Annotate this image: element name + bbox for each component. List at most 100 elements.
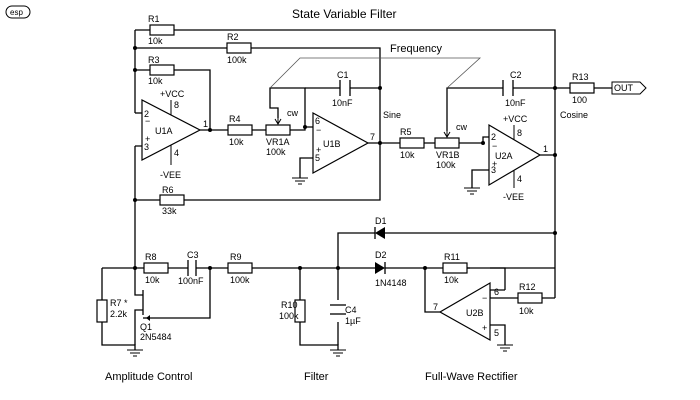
u2a-pin-vee: 4	[517, 174, 522, 184]
u2b-pin-inv: 6	[494, 287, 499, 297]
ground-symbols	[127, 177, 513, 357]
r9-value: 100k	[230, 275, 250, 285]
u1a-sym-plus: +	[145, 134, 150, 144]
d1-ref: D1	[375, 216, 387, 226]
vr1a-ref: VR1A	[266, 137, 290, 147]
r5-ref: R5	[400, 127, 412, 137]
r5-value: 10k	[400, 150, 415, 160]
capacitor-c4	[330, 304, 346, 315]
resistor-r2	[226, 42, 252, 54]
resistor-r5	[399, 137, 425, 149]
u1a-pin-vee: 4	[174, 148, 179, 158]
c4-value: 1µF	[345, 316, 361, 326]
u1a-pin-out: 1	[203, 119, 208, 129]
resistor-r12	[517, 292, 543, 304]
diode-d2	[375, 262, 386, 274]
jfet-q1	[142, 290, 150, 321]
vr1b-cw: cw	[456, 122, 468, 132]
r12-ref: R12	[519, 282, 536, 292]
capacitor-c1	[339, 80, 351, 96]
r10-value: 100k	[279, 311, 299, 321]
u1b-pin-out: 7	[370, 132, 375, 142]
vr1b-value: 100k	[436, 160, 456, 170]
c4-ref: C4	[345, 305, 357, 315]
c1-value: 10nF	[332, 98, 353, 108]
r13-ref: R13	[572, 72, 589, 82]
page-title: State Variable Filter	[292, 7, 397, 21]
opamp-u1b	[312, 111, 370, 175]
r6-value: 33k	[162, 206, 177, 216]
u2a-pin-ninv: 3	[491, 165, 496, 175]
logo-text: esp	[10, 8, 23, 17]
r1-ref: R1	[148, 14, 160, 24]
r2-value: 100k	[227, 55, 247, 65]
u2b-ref: U2B	[466, 308, 484, 318]
u1a-pin-ninv: 3	[144, 142, 149, 152]
u1a-sym-minus: −	[145, 116, 150, 126]
r11-ref: R11	[444, 252, 460, 262]
resistor-r3	[149, 64, 175, 76]
capacitor-c3	[187, 260, 197, 276]
u2a-vee: -VEE	[503, 192, 524, 202]
label-out: OUT	[614, 83, 634, 93]
u2a-pin-vcc: 8	[517, 128, 522, 138]
u2a-pin-inv: 2	[491, 132, 496, 142]
resistor-r4	[227, 124, 253, 136]
junctions	[133, 46, 557, 270]
c2-value: 10nF	[505, 98, 526, 108]
u1a-pin-vcc: 8	[174, 100, 179, 110]
r13-value: 100	[572, 95, 587, 105]
c3-ref: C3	[187, 250, 199, 260]
u2a-sym-minus: −	[492, 141, 497, 151]
pot-vr1b	[434, 137, 460, 149]
d2-value: 1N4148	[375, 278, 407, 288]
u1b-ref: U1B	[323, 139, 341, 149]
resistor-r10	[294, 299, 306, 323]
r1-value: 10k	[148, 36, 163, 46]
u2a-vcc: +VCC	[503, 114, 528, 124]
r8-value: 10k	[145, 275, 160, 285]
section-rectifier: Full-Wave Rectifier	[425, 371, 518, 383]
vr1b-ref: VR1B	[436, 150, 460, 160]
u1a-vee: -VEE	[160, 170, 181, 180]
label-cosine: Cosine	[560, 110, 588, 120]
vr1a-cw: cw	[287, 108, 299, 118]
c2-ref: C2	[510, 70, 522, 80]
u1a-vcc: +VCC	[160, 89, 185, 99]
c1-ref: C1	[337, 70, 349, 80]
r7-ref: R7 *	[110, 298, 128, 308]
label-sine: Sine	[383, 110, 401, 120]
u1a-pin-inv: 2	[144, 109, 149, 119]
r9-ref: R9	[230, 252, 242, 262]
diode-d1	[374, 227, 385, 239]
u2b-sym-minus: −	[482, 293, 487, 303]
section-filter: Filter	[304, 371, 329, 383]
vr1a-value: 100k	[266, 147, 286, 157]
pot-vr1a	[265, 124, 291, 136]
r11-value: 10k	[444, 275, 459, 285]
section-amplitude: Amplitude Control	[105, 371, 192, 383]
r4-ref: R4	[229, 114, 241, 124]
u2a-pin-out: 1	[543, 144, 548, 154]
resistor-r13	[569, 82, 595, 94]
r2-ref: R2	[227, 32, 239, 42]
r3-value: 10k	[148, 76, 163, 86]
resistor-r8	[143, 262, 169, 274]
capacitor-c2	[502, 80, 514, 96]
resistor-r9	[227, 262, 253, 274]
esp-logo	[5, 5, 31, 19]
resistor-r7	[96, 299, 108, 323]
r10-ref: R10	[281, 300, 298, 310]
r7-value: 2.2k	[110, 309, 128, 319]
resistor-r6	[159, 194, 185, 206]
u2b-pin-out: 7	[433, 302, 438, 312]
resistor-r11	[442, 262, 468, 274]
u2b-pin-ninv: 5	[494, 328, 499, 338]
q1-value: 2N5484	[140, 332, 172, 342]
u1b-sym-minus: −	[316, 125, 321, 135]
r8-ref: R8	[145, 252, 157, 262]
wiper-vr1a	[274, 108, 282, 125]
r6-ref: R6	[162, 185, 174, 195]
opamp-u2b	[438, 281, 491, 342]
